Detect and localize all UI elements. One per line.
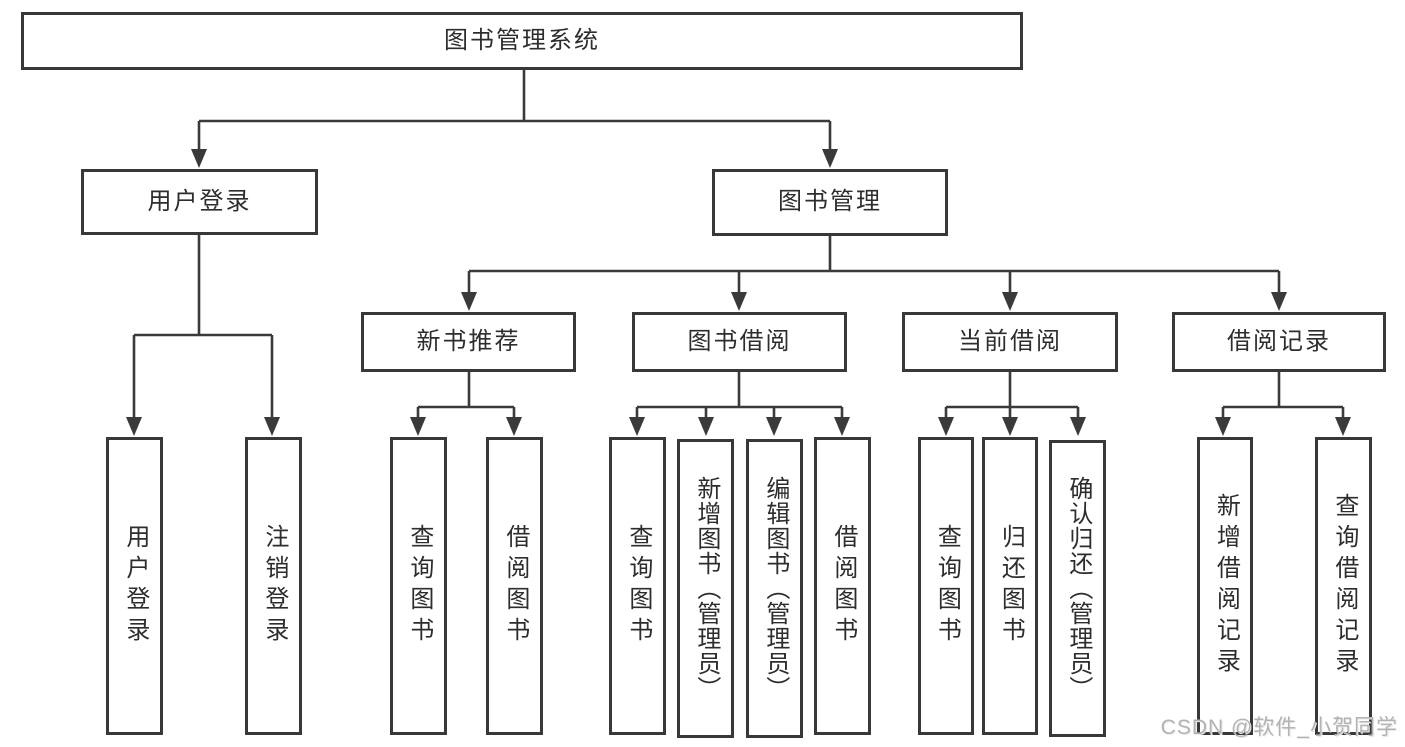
leaf-bb-query-books: 查询图书 (609, 437, 666, 735)
leaf-cb-return-books: 归还图书 (982, 437, 1038, 735)
leaf-label: 编辑图书（管理员） (761, 476, 789, 701)
leaf-nb-query-books: 查询图书 (390, 437, 447, 735)
node-current-borrow: 当前借阅 (902, 312, 1118, 372)
leaf-label: 借阅图书 (829, 524, 857, 648)
leaf-label: 新增借阅记录 (1212, 493, 1240, 679)
leaf-label: 查询借阅记录 (1330, 493, 1358, 679)
leaf-label: 用户登录 (121, 524, 149, 648)
leaf-label: 查询图书 (933, 524, 961, 648)
node-label: 图书借阅 (687, 327, 792, 355)
leaf-label: 查询图书 (624, 524, 652, 648)
node-borrow-records: 借阅记录 (1172, 312, 1386, 372)
node-new-book-recommend: 新书推荐 (361, 312, 576, 372)
leaf-bb-add-books-admin: 新增图书（管理员） (677, 439, 734, 738)
leaf-logout: 注销登录 (245, 437, 302, 735)
leaf-label: 新增图书（管理员） (692, 476, 720, 701)
leaf-label: 确认归还（管理员） (1064, 476, 1092, 701)
arrowhead-icons (126, 149, 1351, 436)
watermark: CSDN @软件_小贺同学 (1160, 716, 1398, 739)
node-label: 图书管理系统 (444, 26, 600, 54)
node-library-management-system: 图书管理系统 (21, 12, 1023, 70)
leaf-cb-confirm-return-admin: 确认归还（管理员） (1049, 440, 1106, 737)
leaf-bb-edit-books-admin: 编辑图书（管理员） (746, 439, 803, 738)
node-label: 当前借阅 (958, 327, 1062, 355)
node-label: 新书推荐 (416, 327, 521, 355)
leaf-label: 注销登录 (260, 524, 288, 648)
leaf-bb-borrow-books: 借阅图书 (814, 437, 871, 735)
leaf-label: 查询图书 (405, 524, 433, 648)
leaf-user-login: 用户登录 (106, 437, 163, 735)
node-book-management: 图书管理 (712, 169, 948, 236)
node-label: 图书管理 (778, 188, 882, 216)
node-label: 用户登录 (147, 187, 252, 215)
leaf-nb-borrow-books: 借阅图书 (486, 437, 543, 735)
leaf-br-add-record: 新增借阅记录 (1197, 437, 1253, 735)
node-label: 借阅记录 (1227, 327, 1331, 355)
leaf-br-query-record: 查询借阅记录 (1315, 437, 1372, 735)
leaf-label: 借阅图书 (501, 524, 529, 648)
node-user-login: 用户登录 (81, 169, 318, 235)
leaf-cb-query-books: 查询图书 (918, 437, 974, 735)
node-book-borrow: 图书借阅 (632, 312, 847, 372)
leaf-label: 归还图书 (997, 524, 1025, 648)
